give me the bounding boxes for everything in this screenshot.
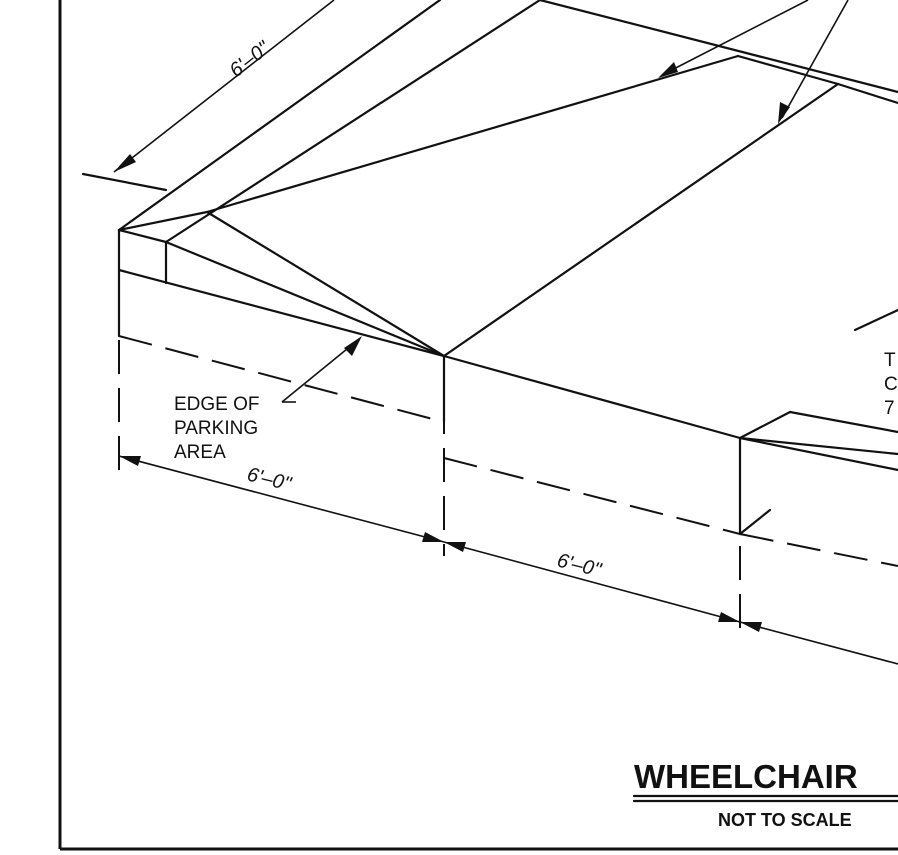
sheet-border — [58, 0, 898, 851]
dimension-bottom-middle: 6'–0" — [555, 550, 604, 582]
callout-right-line1: T — [884, 350, 896, 371]
edge-of-parking-callout: EDGE OF PARKING AREA — [174, 394, 260, 463]
right-callout: T C 7 — [884, 350, 898, 419]
callout-edge-line2: PARKING — [174, 418, 258, 439]
drawing-title: WHEELCHAIR — [634, 758, 858, 795]
callout-right-line2: C — [884, 374, 898, 395]
drawing-subtitle: NOT TO SCALE — [718, 810, 852, 830]
leader-arrows — [281, 0, 849, 403]
callout-edge-line1: EDGE OF — [174, 394, 260, 415]
dimension-lines — [113, 0, 898, 665]
curb-front-faces — [117, 228, 898, 536]
callout-right-line3: 7 — [884, 398, 895, 419]
title-block: WHEELCHAIR NOT TO SCALE — [632, 758, 898, 830]
callout-edge-line3: AREA — [174, 442, 226, 463]
hidden-lines — [118, 335, 898, 636]
dimension-top-left: 6'–0" — [226, 37, 275, 82]
ramp-top-surface — [81, 0, 898, 358]
